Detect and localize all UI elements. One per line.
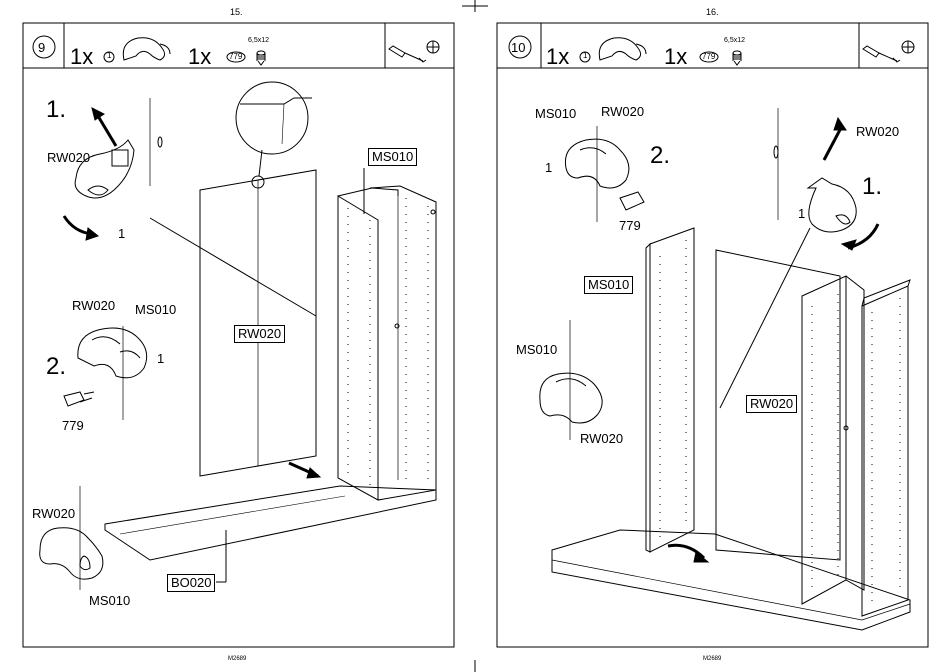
page-number-left: 15.: [230, 7, 243, 17]
loose-panel-ms010: [650, 228, 694, 552]
part-qty: 1x: [70, 44, 93, 70]
screw-middle: [64, 392, 84, 406]
middle-panel: [802, 276, 846, 604]
part-label: 1: [545, 160, 552, 175]
part-label: MS010: [135, 302, 176, 317]
part-label: 1: [798, 206, 805, 221]
cam-bracket-right-middle: [540, 373, 602, 423]
step-number-left: 9: [38, 40, 45, 55]
part-label: MS010: [516, 342, 557, 357]
cam-bracket-right: [808, 178, 856, 232]
step-label: 1.: [46, 96, 66, 124]
part-label: 1: [157, 351, 164, 366]
part-id: 779: [702, 52, 715, 61]
crop-marks: [462, 0, 488, 672]
part-id: 1: [583, 51, 587, 60]
part-label: RW020: [601, 104, 644, 119]
part-label: 1: [118, 226, 125, 241]
part-label: RW020: [580, 431, 623, 446]
step-label: 2.: [46, 353, 66, 381]
right-side-panel: [862, 286, 908, 616]
callout-box: RW020: [746, 395, 797, 413]
part-label: MS010: [89, 593, 130, 608]
cam-lock-icon: [123, 38, 164, 60]
part-label: RW020: [856, 124, 899, 139]
part-qty: 1x: [188, 44, 211, 70]
cam-bracket-bottom: [40, 528, 103, 579]
detail-magnifier: [236, 82, 308, 154]
callout-box: BO020: [167, 574, 215, 592]
part-label: MS010: [535, 106, 576, 121]
step-number-right: 10: [511, 40, 525, 55]
part-label: RW020: [72, 298, 115, 313]
screw-spec: 6,5x12: [724, 37, 745, 44]
doc-code-left: M2689: [228, 656, 246, 662]
screw-right-top: [620, 192, 644, 210]
doc-code-right: M2689: [703, 656, 721, 662]
part-id: 1: [107, 51, 111, 60]
cam-bracket-top: [75, 140, 134, 198]
part-label: 779: [619, 218, 641, 233]
screw-icon: [257, 51, 265, 65]
part-label: 779: [62, 418, 84, 433]
cam-bracket-middle: [78, 328, 147, 378]
part-label: RW020: [47, 150, 90, 165]
screw-spec: 6,5x12: [248, 37, 269, 44]
callout-box: MS010: [368, 148, 417, 166]
screwdriver-icon: [389, 41, 439, 62]
part-qty: 1x: [664, 44, 687, 70]
callout-box: MS010: [584, 276, 633, 294]
part-label: RW020: [32, 506, 75, 521]
side-panel-ms010-front: [338, 196, 378, 500]
step-label: 1.: [862, 173, 882, 201]
bottom-panel-bo020: [105, 486, 436, 560]
base-panel: [552, 530, 910, 630]
part-qty: 1x: [546, 44, 569, 70]
step-label: 2.: [650, 142, 670, 170]
page-number-right: 16.: [706, 7, 719, 17]
part-id: 779: [229, 52, 242, 61]
callout-box: RW020: [234, 325, 285, 343]
